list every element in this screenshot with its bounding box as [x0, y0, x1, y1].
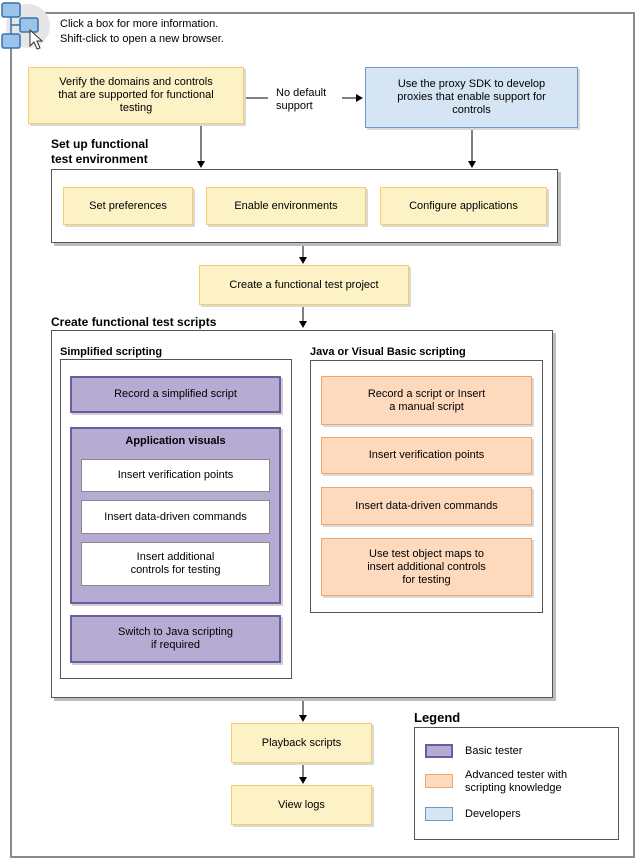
intro-text: Click a box for more information. Shift-…	[60, 17, 224, 47]
legend-label-advanced: Advanced tester with scripting knowledge	[465, 769, 568, 794]
switch-java-box[interactable]: Switch to Java scripting if required	[70, 615, 281, 663]
simplified-controls-label: Insert additional controls for testing	[130, 551, 221, 576]
record-java-label: Record a script or Insert a manual scrip…	[367, 387, 486, 413]
legend-label-basic: Basic tester	[465, 745, 523, 757]
playback-scripts-box[interactable]: Playback scripts	[231, 723, 372, 763]
click-info-icon	[0, 0, 50, 55]
java-datadriven-label: Insert data-driven commands	[355, 499, 498, 512]
enable-environments-box[interactable]: Enable environments	[206, 187, 366, 225]
proxy-sdk-box[interactable]: Use the proxy SDK to develop proxies tha…	[365, 67, 578, 128]
legend-swatch-advanced	[425, 774, 453, 788]
enable-environments-label: Enable environments	[234, 199, 338, 212]
configure-applications-box[interactable]: Configure applications	[380, 187, 547, 225]
java-datadriven-box[interactable]: Insert data-driven commands	[321, 487, 532, 525]
no-default-support-label: No default support	[276, 87, 327, 112]
simplified-datadriven-label: Insert data-driven commands	[104, 510, 247, 523]
setup-heading: Set up functional test environment	[51, 137, 149, 166]
simplified-verification-box[interactable]: Insert verification points	[81, 459, 270, 492]
view-logs-label: View logs	[278, 798, 325, 811]
verify-domains-label: Verify the domains and controls that are…	[58, 76, 214, 114]
java-testobject-label: Use test object maps to insert additiona…	[367, 547, 486, 586]
legend-title: Legend	[414, 710, 461, 725]
simplified-verification-label: Insert verification points	[117, 469, 234, 481]
switch-java-label: Switch to Java scripting if required	[118, 626, 233, 651]
set-preferences-box[interactable]: Set preferences	[63, 187, 193, 225]
java-verification-label: Insert verification points	[368, 449, 485, 461]
record-simplified-label: Record a simplified script	[114, 388, 237, 400]
simplified-datadriven-box[interactable]: Insert data-driven commands	[81, 500, 270, 534]
simplified-controls-box[interactable]: Insert additional controls for testing	[81, 542, 270, 586]
scripts-heading: Create functional test scripts	[51, 315, 217, 329]
intro-line-2: Shift-click to open a new browser.	[60, 33, 224, 45]
create-project-box[interactable]: Create a functional test project	[199, 265, 409, 305]
legend-swatch-basic	[425, 744, 453, 758]
simplified-title: Simplified scripting	[60, 346, 163, 358]
legend-swatch-developers	[425, 807, 453, 821]
intro-line-1: Click a box for more information.	[60, 18, 219, 30]
application-visuals-title: Application visuals	[125, 435, 226, 447]
proxy-sdk-label: Use the proxy SDK to develop proxies tha…	[397, 78, 546, 116]
java-title: Java or Visual Basic scripting	[310, 346, 466, 358]
java-verification-box[interactable]: Insert verification points	[321, 437, 532, 474]
java-testobject-box[interactable]: Use test object maps to insert additiona…	[321, 538, 532, 596]
record-java-box[interactable]: Record a script or Insert a manual scrip…	[321, 376, 532, 425]
record-simplified-box[interactable]: Record a simplified script	[70, 376, 281, 413]
playback-scripts-label: Playback scripts	[261, 736, 342, 749]
verify-domains-box[interactable]: Verify the domains and controls that are…	[28, 67, 244, 124]
view-logs-box[interactable]: View logs	[231, 785, 372, 825]
create-project-label: Create a functional test project	[229, 278, 379, 291]
set-preferences-label: Set preferences	[89, 199, 167, 212]
legend-label-developers: Developers	[465, 808, 521, 820]
configure-applications-label: Configure applications	[409, 199, 518, 212]
